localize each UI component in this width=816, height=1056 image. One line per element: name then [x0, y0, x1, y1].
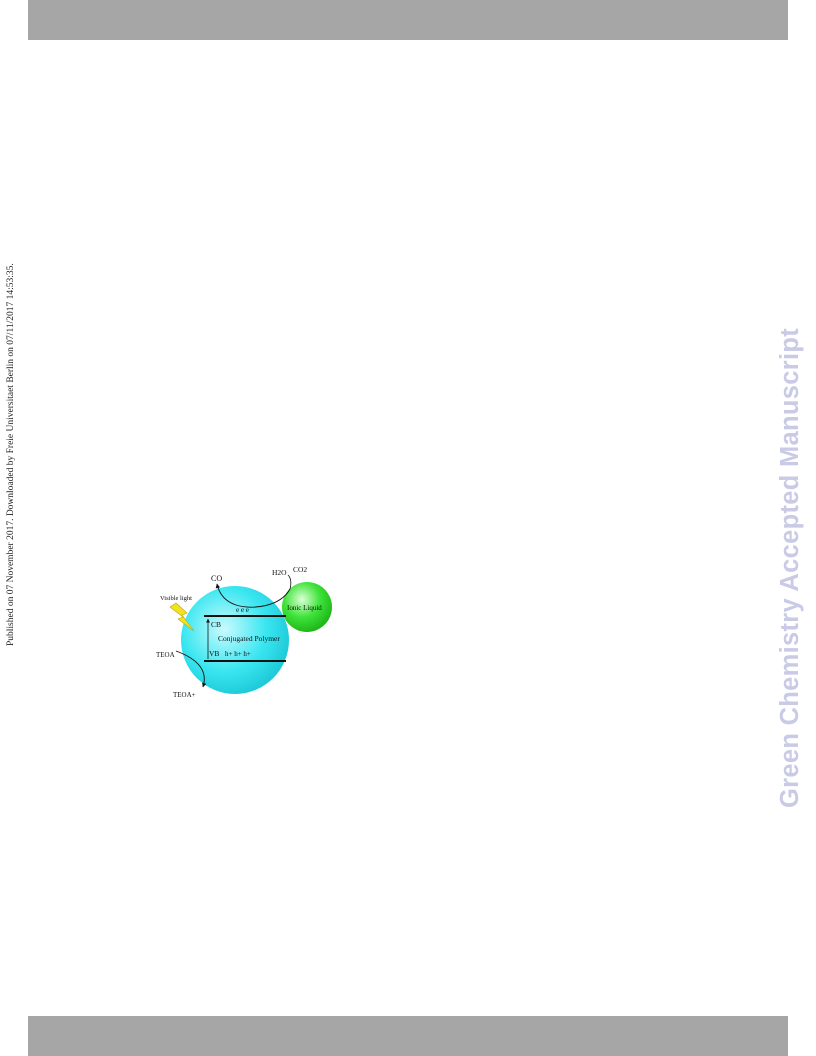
co2-to-co-arrow	[215, 583, 291, 608]
lightning-icon	[169, 602, 195, 632]
ionic-liquid-sphere	[282, 582, 332, 632]
figure-svg: CO H2O CO2 Ionic Liquid Visible light e …	[156, 565, 332, 699]
electrons-label: e e e	[236, 606, 249, 614]
manuscript-watermark: Green Chemistry Accepted Manuscript	[776, 327, 804, 808]
publication-note: Published on 07 November 2017. Downloade…	[6, 263, 16, 646]
teoa-label: TEOA	[156, 651, 175, 659]
cb-label: CB	[211, 620, 221, 629]
h2o-link	[287, 574, 292, 590]
co-label: CO	[211, 574, 222, 583]
visible-light-label: Visible light	[160, 595, 192, 602]
graphical-abstract-figure: CO H2O CO2 Ionic Liquid Visible light e …	[140, 555, 350, 705]
teoa-plus-label: TEOA+	[173, 691, 196, 699]
conjugated-polymer-label: Conjugated Polymer	[218, 634, 280, 643]
ionic-liquid-label: Ionic Liquid	[287, 604, 322, 612]
co2-label: CO2	[293, 565, 307, 574]
holes-label: h+ h+ h+	[225, 650, 251, 658]
footer-bar	[28, 1016, 788, 1056]
conjugated-polymer-sphere	[181, 586, 289, 694]
header-bar	[28, 0, 788, 40]
h2o-label: H2O	[272, 568, 287, 577]
teoa-arrow	[175, 650, 207, 688]
vb-label: VB	[209, 649, 219, 658]
